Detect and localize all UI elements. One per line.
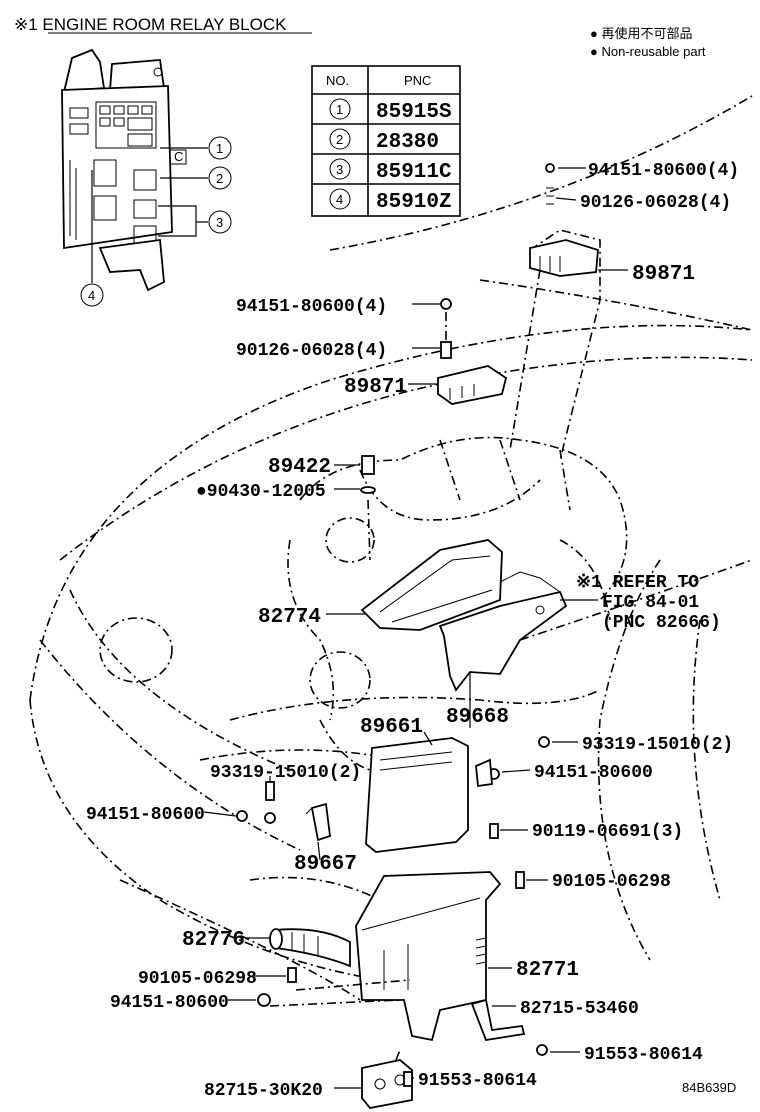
label-91553-left: 91553-80614	[418, 1071, 537, 1091]
label-gasket: ●90430-12005	[196, 482, 326, 502]
svg-text:1: 1	[336, 102, 343, 117]
leader-lines	[203, 167, 628, 1089]
label-91553-right: 91553-80614	[584, 1045, 703, 1065]
nut-icon	[440, 298, 452, 310]
cover-82774	[360, 539, 503, 631]
pnc-table: NO. PNC 1 85915S 2 28380 3 85911C 4 8591…	[311, 65, 461, 217]
label-89422: 89422	[268, 456, 331, 479]
legend-en: ● Non-reusable part	[590, 44, 706, 59]
bracket-89668	[438, 571, 568, 692]
hose-82776	[269, 928, 351, 968]
label-90105-left: 90105-06298	[138, 969, 257, 989]
sensor-89422	[360, 455, 376, 561]
label-89667: 89667	[294, 853, 357, 876]
table-pnc-value: 85911C	[376, 161, 452, 184]
legend-jp: ● 再使用不可部品	[590, 26, 692, 41]
inset-callout-3: 3	[158, 205, 232, 237]
relay-block-inset: ※1 ENGINE ROOM RELAY BLOCK	[14, 15, 312, 307]
label-nut-mid-right: 94151-80600	[534, 763, 653, 783]
bracket-89667	[305, 802, 331, 842]
label-nut-top-right: 94151-80600(4)	[588, 161, 739, 181]
inset-callout-2: 2	[160, 166, 232, 190]
gasket-icon	[360, 486, 376, 494]
label-nut-top-left: 94151-80600(4)	[236, 297, 387, 317]
label-82771: 82771	[516, 959, 579, 982]
table-header-no: NO.	[326, 73, 349, 88]
inset-callout-4: 4	[80, 170, 104, 307]
svg-text:1: 1	[216, 141, 223, 156]
label-refer-3: (PNC 82666)	[602, 613, 721, 633]
inset-title: ※1 ENGINE ROOM RELAY BLOCK	[14, 15, 287, 34]
label-90105-right: 90105-06298	[552, 872, 671, 892]
relay-block-drawing: C	[61, 48, 187, 292]
svg-text:2: 2	[216, 171, 223, 186]
table-row: 4 85910Z	[329, 188, 452, 214]
label-89661: 89661	[360, 716, 423, 739]
table-row: 2 28380	[329, 128, 439, 154]
svg-text:4: 4	[88, 288, 95, 303]
table-pnc-value: 85915S	[376, 101, 452, 124]
label-stud-top-right: 90126-06028(4)	[580, 193, 731, 213]
ecu-89661	[365, 737, 469, 853]
table-pnc-value: 28380	[376, 131, 439, 154]
table-row: 1 85915S	[329, 98, 452, 124]
svg-text:2: 2	[336, 132, 343, 147]
label-90119: 90119-06691(3)	[532, 822, 683, 842]
part-labels: 94151-80600(4) 90126-06028(4) 89871 9415…	[86, 161, 739, 1101]
label-89668: 89668	[446, 706, 509, 729]
label-82774: 82774	[258, 606, 321, 629]
label-sensor-left: 89871	[344, 376, 407, 399]
label-82715-30K20: 82715-30K20	[204, 1081, 323, 1101]
inset-callout-1: 1	[160, 136, 232, 160]
table-pnc-value: 85910Z	[376, 191, 452, 214]
legend: ● 再使用不可部品 ● Non-reusable part	[590, 26, 706, 59]
bracket-82715-30K20	[361, 1049, 413, 1109]
label-nut-mid-left: 94151-80600	[86, 805, 205, 825]
fasteners-bottom-left	[257, 967, 411, 1007]
label-refer-1: ※1 REFER TO	[576, 573, 699, 593]
svg-text:4: 4	[336, 192, 343, 207]
figure-id: 84B639D	[682, 1080, 736, 1095]
table-header-pnc: PNC	[404, 73, 431, 88]
label-clamp-right: 93319-15010(2)	[582, 735, 733, 755]
label-clamp-left: 93319-15010(2)	[210, 763, 361, 783]
bracket-82715-53460	[470, 998, 548, 1056]
svg-text:C: C	[174, 149, 183, 164]
svg-text:3: 3	[336, 162, 343, 177]
label-nut-bottom-left: 94151-80600	[110, 993, 229, 1013]
label-82715-53460: 82715-53460	[520, 999, 639, 1019]
fasteners-middle	[236, 736, 550, 889]
sensor-89871-right	[509, 163, 601, 461]
label-stud-top-left: 90126-06028(4)	[236, 341, 387, 361]
label-82776: 82776	[182, 929, 245, 952]
sensor-89871-left	[437, 298, 508, 405]
stud-icon	[440, 341, 452, 359]
nut-icon	[545, 163, 555, 173]
table-row: 3 85911C	[329, 158, 452, 184]
label-refer-2: FIG 84-01	[602, 593, 699, 613]
label-sensor-right: 89871	[632, 263, 695, 286]
svg-text:3: 3	[216, 215, 223, 230]
